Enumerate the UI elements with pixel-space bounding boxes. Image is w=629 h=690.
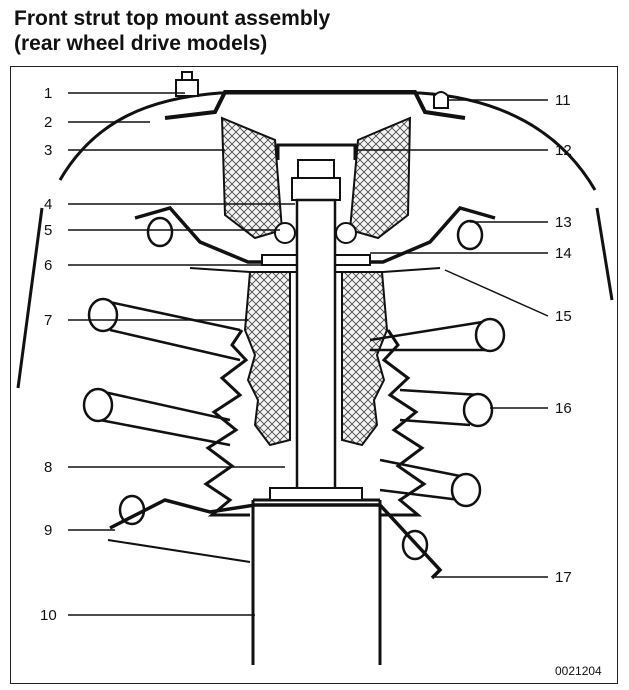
strut-body [251,498,382,665]
rubber-mount-right [348,116,412,240]
dust-cap [276,143,357,160]
callout-5: 5 [44,222,52,239]
strut-collar [269,487,363,501]
callout-10: 10 [40,607,57,624]
top-mount-plate [164,90,466,120]
nut-top [297,159,335,179]
diagram-title: Front strut top mount assembly (rear whe… [14,6,330,56]
callout-9: 9 [44,522,52,539]
callout-8: 8 [44,459,52,476]
dust-boot-left [203,329,250,517]
title-line-2: (rear wheel drive models) [14,32,268,55]
body-panel-left-edge [16,207,44,389]
callout-15: 15 [555,308,572,325]
spring-coil-end [82,387,114,423]
callout-16: 16 [555,400,572,417]
lower-spring-seat [109,498,443,580]
callout-3: 3 [44,142,52,159]
callout-13: 13 [555,214,572,231]
callout-2: 2 [44,114,52,131]
bearing-ball-left [274,222,296,244]
callout-11: 11 [555,92,571,109]
spring-coil-end [450,472,482,508]
body-panel-right-edge [595,207,614,301]
bump-stop-left [243,271,291,447]
spring-coil-end [146,216,174,248]
figure-code: 0021204 [555,664,602,678]
piston-rod [295,198,337,492]
lock-nut [291,177,341,201]
spring-coil-end [474,317,506,353]
callout-17: 17 [555,569,572,586]
callout-14: 14 [555,245,572,262]
callout-7: 7 [44,312,52,329]
lower-spring-seat-bracket [107,539,251,563]
dust-boot-right [380,329,427,517]
callout-6: 6 [44,257,52,274]
leader-lines [68,92,549,616]
stud-bolt-left [175,71,199,97]
spring-coil-end [462,392,494,428]
callout-12: 12 [555,142,572,159]
rubber-mount-left [220,116,284,240]
title-line-1: Front strut top mount assembly [14,7,331,30]
bearing-ball-right [335,222,357,244]
diagram-frame [10,66,618,684]
spring-coil-end [87,297,119,333]
callout-1: 1 [44,85,52,102]
coil-spring [94,298,496,502]
callout-4: 4 [44,196,52,213]
spring-coil-end [456,219,484,251]
stud-bolt-right [433,91,449,109]
bump-stop-right [341,271,389,447]
callout-labels: 1 2 3 4 5 6 7 8 9 10 11 12 13 14 15 16 1… [40,85,572,624]
